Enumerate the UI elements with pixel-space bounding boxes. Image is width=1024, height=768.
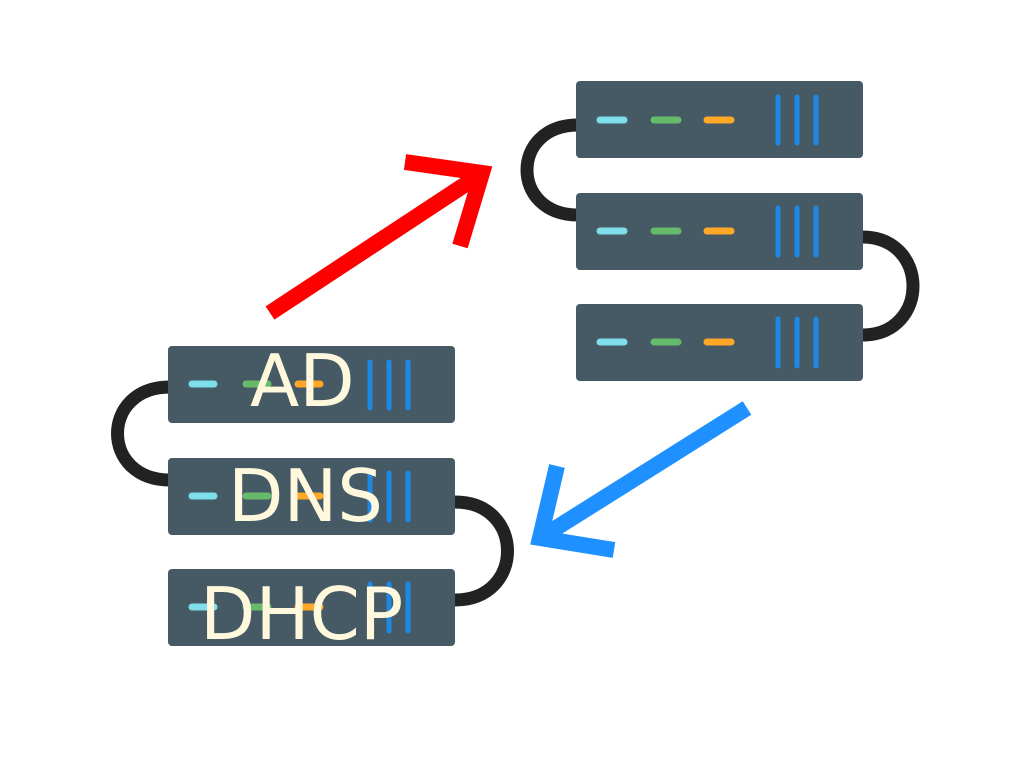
label-ad: AD <box>250 339 355 423</box>
right-server-2 <box>576 193 863 270</box>
right-cable-2-3 <box>855 230 920 342</box>
left-server-stack <box>111 346 514 646</box>
right-server-3 <box>576 304 863 381</box>
arrow-up-right-icon <box>265 154 493 320</box>
arrow-down-left-icon <box>530 401 752 558</box>
right-server-1 <box>576 81 863 158</box>
right-server-stack <box>520 81 920 381</box>
label-dns: DNS <box>228 454 384 538</box>
left-server-1 <box>168 346 455 423</box>
left-server-2 <box>168 458 455 535</box>
label-dhcp: DHCP <box>200 572 404 656</box>
left-cable-1-2 <box>111 380 177 487</box>
left-server-3 <box>168 569 455 646</box>
right-cable-1-2 <box>520 118 585 222</box>
left-cable-2-3 <box>448 495 514 607</box>
